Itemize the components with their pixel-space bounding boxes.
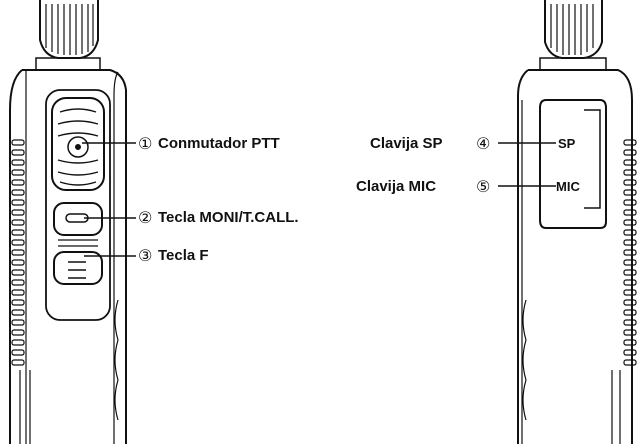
left-knob: [39, 0, 99, 59]
callout-label-ptt-switch: Conmutador PTT: [158, 135, 280, 152]
left-radio-side-view: [9, 0, 136, 444]
left-grille: [11, 139, 25, 366]
cover-mark-mic: MIC: [556, 179, 580, 194]
callout-label-moni-key: Tecla MONI/T.CALL.: [158, 209, 299, 226]
callout-label-sp-jack: Clavija SP: [370, 135, 443, 152]
ptt-switch-graphic: [51, 97, 105, 191]
callout-label-f-key: Tecla F: [158, 247, 209, 264]
callout-number-5: ⑤: [476, 177, 491, 196]
right-radio-side-view: [498, 0, 637, 444]
moni-key-graphic: [53, 202, 103, 236]
callout-label-mic-jack: Clavija MIC: [356, 178, 437, 195]
right-body-outline: [517, 69, 633, 444]
f-key-graphic: [53, 251, 103, 285]
left-button-panel: [45, 89, 111, 321]
callout-number-1: ①: [138, 134, 153, 153]
callout-number-4: ④: [476, 134, 491, 153]
jack-cover-graphic: [539, 99, 607, 229]
left-body-outline: [9, 69, 127, 444]
cover-mark-sp: SP: [558, 136, 576, 151]
right-grille: [623, 139, 637, 366]
callout-number-2: ②: [138, 208, 153, 227]
callout-number-3: ③: [138, 246, 153, 265]
